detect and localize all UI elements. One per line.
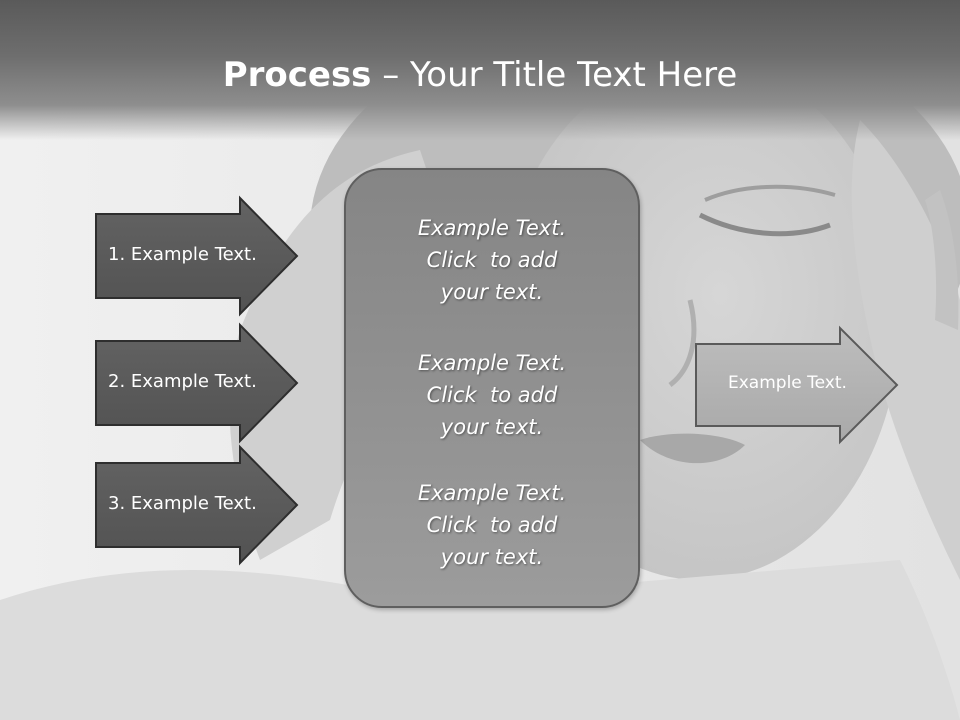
panel-block-3-line-1: Example Text.: [417, 481, 567, 505]
panel-block-3-line-2: Click to add: [426, 513, 558, 537]
arrow-3-label: 3. Example Text.: [108, 493, 257, 514]
panel-block-1-line-2: Click to add: [426, 248, 558, 272]
arrow-2[interactable]: [95, 322, 299, 444]
slide-title: Process – Your Title Text Here: [0, 52, 960, 98]
arrow-2-label: 2. Example Text.: [108, 371, 257, 392]
title-band: [0, 0, 960, 140]
arrow-1-label: 1. Example Text.: [108, 244, 257, 265]
panel-text-block-3[interactable]: Example Text. Click to add your text.: [344, 477, 640, 573]
arrow-1[interactable]: [95, 195, 299, 317]
panel-block-2-line-2: Click to add: [426, 383, 558, 407]
panel-block-2-line-3: your text.: [440, 415, 544, 439]
panel-text-block-1[interactable]: Example Text. Click to add your text.: [344, 212, 640, 308]
panel-block-1-line-3: your text.: [440, 280, 544, 304]
right-arrow-label: Example Text.: [728, 373, 847, 393]
panel-text-block-2[interactable]: Example Text. Click to add your text.: [344, 347, 640, 443]
center-panel[interactable]: [344, 168, 640, 608]
title-rest: – Your Title Text Here: [371, 55, 738, 95]
arrow-3[interactable]: [95, 444, 299, 566]
right-arrow[interactable]: [695, 325, 899, 445]
panel-block-2-line-1: Example Text.: [417, 351, 567, 375]
panel-block-3-line-3: your text.: [440, 545, 544, 569]
title-bold: Process: [222, 55, 372, 95]
panel-block-1-line-1: Example Text.: [417, 216, 567, 240]
